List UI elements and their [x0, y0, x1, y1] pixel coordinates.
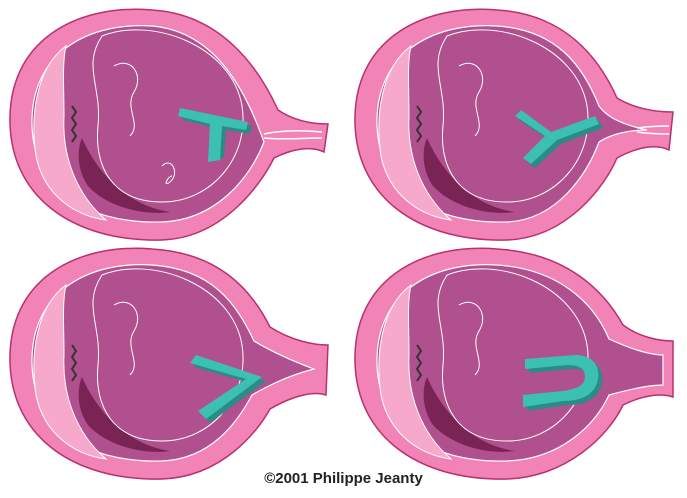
uterus-illustration-y: [354, 8, 674, 241]
cervical-canal: [636, 125, 670, 135]
cervical-canal: [263, 129, 323, 140]
fetus-spine: [70, 344, 78, 382]
fetus-limb: [113, 302, 139, 376]
fetus-outline: [437, 29, 589, 203]
letter-t: [178, 108, 252, 162]
letter-v: [190, 355, 266, 423]
panel-v-shape: [2, 245, 342, 485]
uterus-illustration-t: [9, 8, 329, 241]
panel-y-shape: [347, 6, 687, 246]
fetus-outline: [437, 268, 589, 442]
copyright-credit: ©2001 Philippe Jeanty: [264, 470, 423, 487]
amniotic-fluid: [33, 283, 108, 460]
fetus-outline: [92, 268, 244, 442]
fetus-spine: [415, 105, 423, 143]
letter-y: [515, 110, 603, 168]
fetus-outline: [92, 29, 244, 203]
fetus-spine: [70, 105, 78, 143]
amniotic-fluid: [378, 283, 453, 460]
fetus-limb: [458, 63, 484, 137]
placenta: [423, 138, 515, 213]
placenta: [78, 377, 170, 452]
letter-u: [523, 355, 603, 411]
uterus-illustration-v: [9, 247, 329, 480]
amniotic-fluid: [378, 44, 453, 221]
fetus-limb-2: [161, 162, 175, 185]
placenta: [78, 138, 170, 213]
uterus-illustration-u: [354, 247, 674, 480]
placenta: [423, 377, 515, 452]
fetus-limb: [113, 63, 139, 137]
panel-u-shape: [347, 245, 687, 485]
fetus-limb: [458, 302, 484, 376]
panel-t-shape: [2, 6, 342, 246]
amniotic-cavity: [376, 264, 664, 462]
fetus-spine: [415, 344, 423, 382]
amniotic-fluid: [33, 44, 108, 221]
